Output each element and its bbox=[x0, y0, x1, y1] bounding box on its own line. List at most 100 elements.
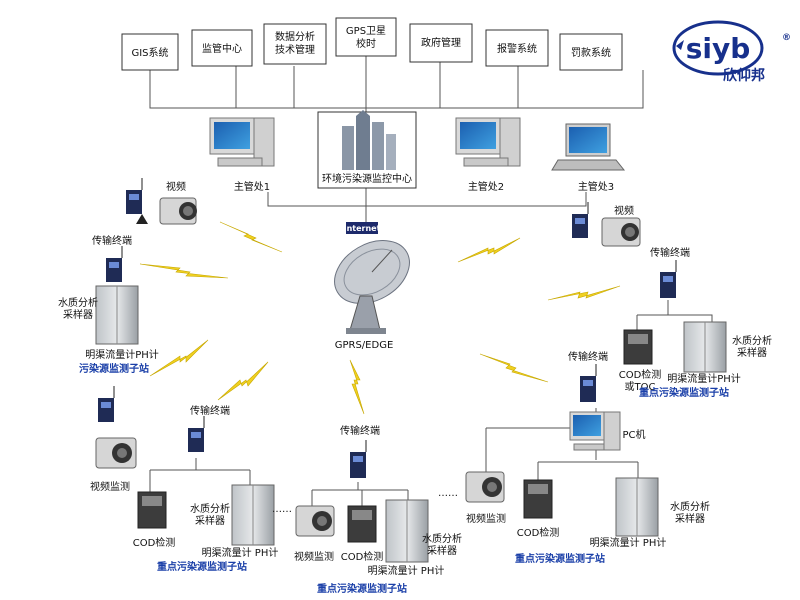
cod-analyzer-icon bbox=[137, 491, 167, 529]
cod-analyzer-icon bbox=[523, 479, 553, 519]
logo-registered: ® bbox=[782, 33, 791, 43]
station-label-3: 主管处3 bbox=[578, 180, 614, 193]
desktop-computer-icon bbox=[455, 117, 521, 167]
lightning-icon bbox=[217, 361, 269, 401]
video-monitor-label: 视频监测 bbox=[294, 550, 334, 563]
subsystem-right-top: 视频 传输终端 COD检测或TOC 水质分析采样器 明渠流量计PH计 重点污染源… bbox=[572, 202, 772, 399]
system-box-gps: GPS卫星校时 bbox=[335, 17, 397, 57]
water-label-line1: 水质分析 bbox=[190, 502, 230, 515]
system-label-gps-line2: 校时 bbox=[356, 37, 376, 50]
gprs-label: GPRS/EDGE bbox=[335, 340, 394, 351]
building-icon bbox=[342, 110, 396, 170]
water-label: 水质分析采样器 bbox=[732, 334, 772, 359]
water-label: 水质分析采样器 bbox=[190, 502, 230, 527]
water-label-line1: 水质分析 bbox=[732, 334, 772, 347]
transmission-terminal-icon bbox=[98, 386, 115, 422]
flow-ph-label: 明渠流量计PH计 bbox=[85, 348, 159, 361]
internet-label: Internet bbox=[344, 224, 381, 233]
brand-logo: siyb 欣仰邦 ® bbox=[672, 20, 791, 84]
transmit-label: 传输终端 bbox=[568, 350, 608, 363]
cod-label: COD检测 bbox=[341, 550, 384, 563]
system-box-government: 政府管理 bbox=[409, 23, 473, 63]
system-box-data-analysis: 数据分析技术管理 bbox=[263, 23, 327, 65]
system-box-fine: 罚款系统 bbox=[559, 33, 623, 71]
water-label-line1: 水质分析 bbox=[670, 500, 710, 513]
cod-toc-label: COD检测或TOC bbox=[619, 368, 662, 393]
transmission-terminal-icon bbox=[188, 416, 205, 452]
laptop-icon bbox=[551, 123, 626, 171]
system-box-supervision: 监管中心 bbox=[191, 29, 253, 67]
system-label-supervision: 监管中心 bbox=[202, 42, 242, 55]
flow-ph-label: 明渠流量计 PH计 bbox=[590, 536, 667, 549]
sampler-cabinet-icon bbox=[615, 477, 659, 537]
system-label-data-analysis-line1: 数据分析 bbox=[275, 30, 315, 43]
internet-node: Internet bbox=[344, 222, 381, 234]
station-label-2: 主管处2 bbox=[468, 180, 504, 193]
logo-name: 欣仰邦 bbox=[723, 67, 765, 84]
center-label: 环境污染源监控中心 bbox=[322, 172, 412, 185]
system-label-gis: GIS系统 bbox=[131, 46, 168, 59]
system-label-data-analysis: 数据分析技术管理 bbox=[275, 30, 315, 56]
sampler-cabinet-icon bbox=[231, 484, 275, 546]
subsystem-right-middle: 传输终端 PC机 视频监测 COD检测 水质分析采样器 明渠流量计 PH计 重点… bbox=[465, 350, 710, 565]
cod-label: COD检测 bbox=[133, 536, 176, 549]
camera-icon bbox=[159, 197, 197, 225]
sampler-cabinet-icon bbox=[95, 285, 139, 345]
key-sub-station-label: 重点污染源监测子站 bbox=[157, 560, 247, 573]
video-label: 视频 bbox=[166, 180, 186, 193]
computer-station-2: 主管处2 bbox=[455, 117, 521, 193]
transmission-terminal-icon bbox=[126, 178, 148, 224]
desktop-computer-icon bbox=[209, 117, 275, 167]
lightning-icon bbox=[219, 221, 283, 253]
water-label-line2: 采样器 bbox=[675, 512, 705, 525]
transmit-label: 传输终端 bbox=[190, 404, 230, 417]
ellipsis-label: …… bbox=[438, 488, 458, 499]
desktop-computer-icon bbox=[569, 411, 621, 451]
computer-station-3: 主管处3 bbox=[551, 123, 626, 193]
wireless-signals bbox=[139, 221, 621, 415]
ellipsis-label: …… bbox=[272, 504, 292, 515]
flow-ph-label: 明渠流量计 PH计 bbox=[368, 564, 445, 577]
transmission-terminal-icon bbox=[660, 260, 677, 298]
system-label-alarm: 报警系统 bbox=[497, 42, 537, 55]
video-monitor-label: 视频监测 bbox=[90, 480, 130, 493]
pc-label: PC机 bbox=[622, 428, 645, 441]
sub-station-label: 污染源监测子站 bbox=[79, 362, 149, 375]
cod-analyzer-icon bbox=[623, 329, 653, 365]
water-label-line2: 采样器 bbox=[737, 346, 767, 359]
transmission-terminal-icon bbox=[580, 364, 597, 402]
camera-icon bbox=[601, 217, 641, 247]
computer-station-1: 主管处1 bbox=[209, 117, 275, 193]
camera-icon bbox=[295, 505, 335, 537]
water-label-line1: 水质分析 bbox=[58, 296, 98, 309]
system-label-government: 政府管理 bbox=[421, 36, 461, 49]
video-monitor-label: 视频监测 bbox=[466, 512, 506, 525]
flow-ph-label: 明渠流量计PH计 bbox=[667, 372, 741, 385]
transmit-label: 传输终端 bbox=[340, 424, 380, 437]
top-system-boxes: GIS系统 监管中心 数据分析技术管理 GPS卫星校时 政府管理 报警系统 罚款… bbox=[121, 17, 623, 71]
transmit-label: 传输终端 bbox=[650, 246, 690, 259]
station-label-1: 主管处1 bbox=[234, 180, 270, 193]
transmission-terminal-icon bbox=[106, 246, 123, 282]
system-box-gis: GIS系统 bbox=[121, 33, 179, 71]
water-label: 水质分析采样器 bbox=[422, 532, 462, 557]
lightning-icon bbox=[139, 263, 229, 279]
system-label-gps: GPS卫星校时 bbox=[346, 25, 386, 50]
lightning-icon bbox=[349, 359, 365, 415]
sampler-cabinet-icon bbox=[683, 321, 727, 373]
system-label-fine: 罚款系统 bbox=[571, 46, 611, 59]
cod-analyzer-icon bbox=[347, 505, 377, 543]
lightning-icon bbox=[457, 237, 521, 263]
camera-icon bbox=[95, 437, 137, 469]
monitoring-center: 环境污染源监控中心 bbox=[317, 110, 417, 189]
subsystem-left-top: 视频 传输终端 水质分析采样器 明渠流量计PH计 污染源监测子站 bbox=[58, 178, 197, 375]
water-label: 水质分析采样器 bbox=[58, 296, 98, 321]
water-label-line2: 采样器 bbox=[427, 544, 457, 557]
water-label-line2: 采样器 bbox=[195, 514, 225, 527]
water-label: 水质分析采样器 bbox=[670, 500, 710, 525]
transmit-label: 传输终端 bbox=[92, 234, 132, 247]
sampler-cabinet-icon bbox=[385, 499, 429, 563]
cod-label: COD检测 bbox=[517, 526, 560, 539]
cod-toc-label-line2: 或TOC bbox=[625, 381, 656, 393]
